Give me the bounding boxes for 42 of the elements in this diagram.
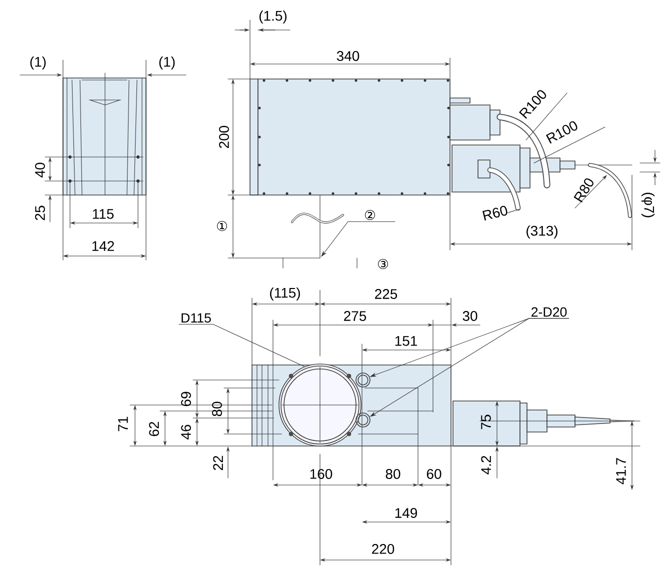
callout-number: ② [365,210,375,220]
dimension-label: (1.5) [259,10,287,24]
bore-circle [278,364,362,446]
dimension-label: R60 [482,206,508,220]
dimension-label: (1) [30,56,46,70]
dimension-label: 22 [213,456,223,470]
dimension-label: 275 [344,311,366,321]
dimension-label: (1) [159,56,175,70]
dimension-label: R100 [546,121,578,144]
dimension-label: 115 [92,209,114,219]
dimension-label: 80 [212,402,222,416]
leader-line [321,221,396,257]
dimension-label: (313) [526,225,558,239]
dimension-label: 225 [375,289,398,299]
dimension-label: 25 [35,206,45,220]
leader-line [178,324,305,367]
dimension-label: 30 [462,311,478,321]
dimension-label: 200 [219,126,229,148]
dimension-label: 40 [35,162,45,178]
dimension-label: 4.2 [481,456,491,474]
dimension-label: 60 [426,469,442,479]
dimension-label: 80 [386,469,400,479]
dimension-label: 149 [395,508,417,518]
callout-label: D115 [182,313,211,323]
dimension-label: 340 [336,51,360,61]
dimension-label: 160 [310,469,332,479]
dimension-label: (115) [270,287,300,301]
dimension-label: (φ7) [641,192,655,218]
dimension-label: 41.7 [616,458,626,484]
callout-label: 2-D20 [532,307,567,317]
dimension-label: 151 [395,336,417,346]
dimension-label: 69 [181,392,191,406]
dimension-label: 62 [149,422,159,436]
hole-circle [356,412,370,428]
dimension-label: 71 [118,416,128,432]
dimension-label: 75 [481,414,491,430]
dimension-label: 46 [181,424,191,440]
dimension-label: ③ [378,259,388,269]
dimension-label: ① [217,221,227,231]
dimension-label: 142 [92,241,114,251]
dimension-label: 220 [372,544,394,554]
hole-circle [356,372,370,388]
